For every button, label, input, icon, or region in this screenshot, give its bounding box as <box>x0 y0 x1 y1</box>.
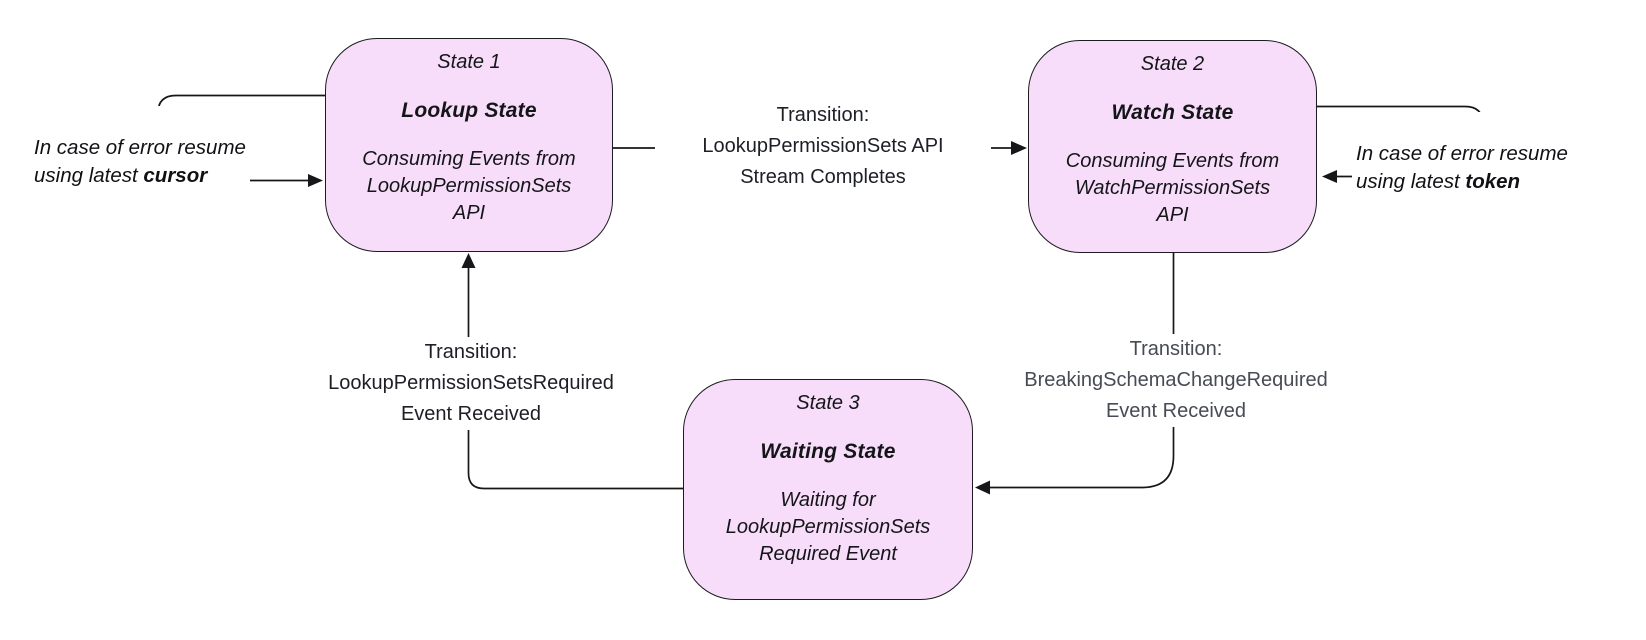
arrow-watch-to-waiting <box>975 253 1175 495</box>
state-label: State 2 <box>1140 53 1205 75</box>
annotation-text: In case of error resume using latest <box>34 136 246 187</box>
state-description: Consuming Events from WatchPermissionSet… <box>1065 150 1280 226</box>
state-name: Waiting State <box>760 440 896 463</box>
arrow-waiting-to-lookup <box>461 253 683 490</box>
state-description: Consuming Events from LookupPermissionSe… <box>362 148 576 224</box>
state-name: Lookup State <box>401 99 537 122</box>
state-label: State 1 <box>437 51 501 73</box>
annotation-emphasis: token <box>1465 170 1521 193</box>
state-description: Waiting for LookupPermissionSets Require… <box>725 489 931 565</box>
state-node-watch: State 2 Watch State Consuming Events fro… <box>1028 40 1317 253</box>
annotation-error-resume-cursor: In case of error resume using latest cur… <box>30 106 250 190</box>
transition-label-stream-completes: Transition: LookupPermissionSets API Str… <box>655 100 991 193</box>
state-node-waiting: State 3 Waiting State Waiting for Lookup… <box>683 379 973 600</box>
transition-label-breaking-schema-change: Transition: BreakingSchemaChangeRequired… <box>1008 334 1344 427</box>
annotation-error-resume-token: In case of error resume using latest tok… <box>1352 112 1572 196</box>
state-label: State 3 <box>796 392 860 414</box>
state-node-lookup: State 1 Lookup State Consuming Events fr… <box>325 38 613 252</box>
annotation-emphasis: cursor <box>143 164 208 187</box>
transition-label-lookup-required: Transition: LookupPermissionSetsRequired… <box>303 337 639 430</box>
state-name: Watch State <box>1111 101 1234 124</box>
annotation-text: In case of error resume using latest <box>1356 142 1568 193</box>
